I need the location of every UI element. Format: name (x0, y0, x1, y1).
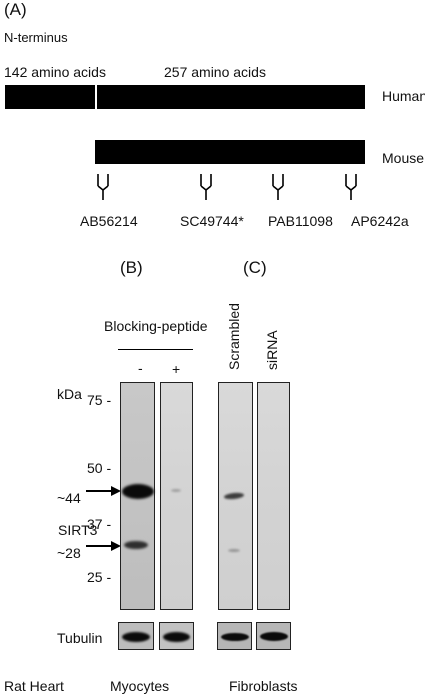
tubulin-lane-4 (256, 622, 291, 650)
arrow-28 (86, 541, 121, 551)
blocking-peptide-label: Blocking-peptide (104, 318, 208, 334)
band-28-label: ~28 (57, 545, 81, 561)
panel-c-label: (C) (243, 258, 267, 277)
kda-label: kDa (57, 386, 82, 402)
domain-boundary (95, 85, 97, 109)
segment-1-length: 142 amino acids (4, 64, 106, 80)
sirt3-label: SIRT3 (58, 522, 98, 538)
plus-sign: + (172, 361, 181, 377)
antibody-markers (97, 174, 357, 200)
tubulin-lane-2 (159, 622, 194, 650)
segment-2-length: 257 amino acids (164, 64, 266, 80)
fibroblasts-label: Fibroblasts (229, 678, 298, 694)
myocytes-plus-lane (160, 382, 193, 610)
antibody-ap6242a: AP6242a (351, 213, 409, 229)
panel-b-label: (B) (120, 258, 143, 277)
mouse-protein-bar (95, 140, 365, 164)
blocking-peptide-line (118, 349, 193, 350)
mouse-label: Mouse (382, 150, 425, 166)
marker-37: 37 - (87, 516, 112, 532)
myocytes-minus-lane (120, 382, 155, 610)
antibody-marker-4 (345, 174, 357, 200)
tubulin-band-2 (163, 632, 190, 642)
marker-25: 25 - (87, 569, 112, 585)
band-44-faint (171, 489, 181, 492)
antibody-ab56214: AB56214 (80, 213, 138, 229)
band-44-scrambled (223, 491, 245, 501)
antibody-marker-1 (97, 174, 109, 200)
myocytes-label: Myocytes (110, 678, 170, 694)
band-28-scrambled (228, 549, 240, 552)
antibody-pab11098: PAB11098 (268, 213, 333, 229)
band-44-label: ~44 (57, 490, 81, 506)
marker-50: 50 - (87, 460, 112, 476)
antibody-marker-2 (200, 174, 212, 200)
marker-75: 75 - (87, 392, 112, 408)
arrow-44 (86, 486, 121, 496)
band-44-strong (122, 484, 154, 499)
scrambled-lane (218, 382, 253, 610)
tubulin-label: Tubulin (57, 630, 103, 646)
sirna-lane (257, 382, 290, 610)
tubulin-lane-3 (217, 622, 252, 650)
band-28 (124, 541, 148, 549)
human-label: Human (382, 88, 425, 104)
antibody-marker-3 (272, 174, 284, 200)
n-terminus-label: N-terminus (4, 30, 68, 45)
rat-heart-label: Rat Heart (4, 678, 64, 694)
antibody-sc49744: SC49744* (180, 213, 244, 229)
panel-a-label: (A) (4, 0, 27, 19)
tubulin-band-1 (122, 632, 150, 642)
tubulin-band-4 (260, 632, 288, 641)
tubulin-lane-1 (118, 622, 154, 650)
tubulin-band-3 (221, 633, 249, 641)
minus-sign: - (138, 360, 143, 376)
human-protein-bar (5, 85, 365, 109)
